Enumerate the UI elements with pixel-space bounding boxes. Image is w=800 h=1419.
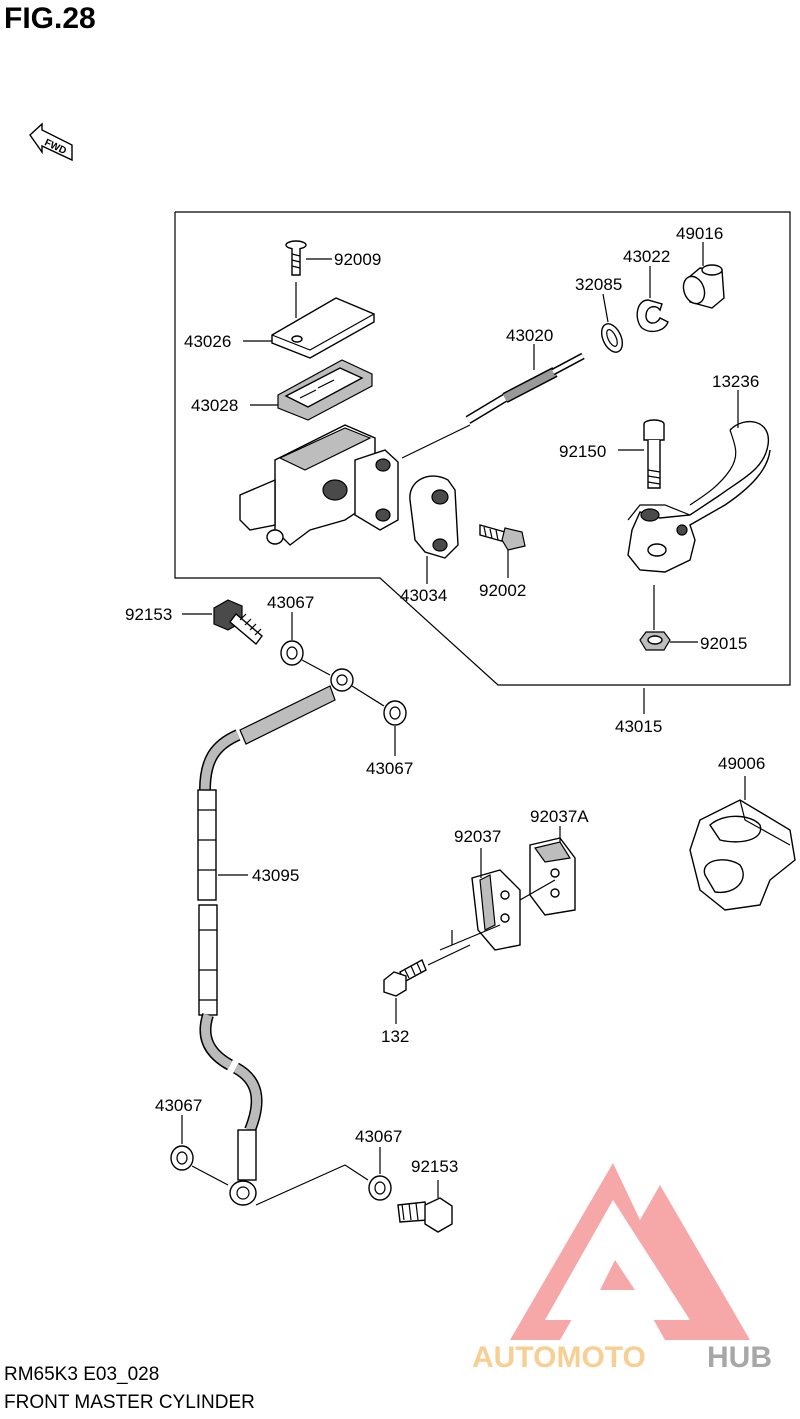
label-43020: 43020 [506,326,553,345]
label-43015: 43015 [615,717,662,736]
label-92153-bottom: 92153 [411,1157,458,1176]
label-49006: 49006 [718,754,765,773]
forward-arrow-icon: FWD [29,122,73,162]
label-43026: 43026 [184,332,231,351]
watermark-word-2: HUB [707,1341,772,1374]
bolt-92150 [643,419,665,489]
watermark-word-1: AUTOMOTO [472,1341,646,1374]
label-92002: 92002 [479,581,526,600]
diagram-caption: FRONT MASTER CYLINDER [4,1392,255,1413]
bracket-92037 [471,869,521,951]
watermark-logo: AUTOMOTO HUB [472,1163,772,1374]
label-132: 132 [381,1027,409,1046]
label-49016: 49016 [676,224,723,243]
banjo-bolt-92153-top [213,599,263,646]
model-code: RM65K3 E03_028 [4,1364,160,1385]
washer-43067-d [368,1175,392,1201]
master-cylinder-body [239,424,399,546]
label-43028: 43028 [191,396,238,415]
label-43034: 43034 [400,586,447,605]
label-43067-d: 43067 [355,1127,402,1146]
washer-32085 [600,323,624,353]
label-13236: 13236 [712,372,759,391]
piston-43020 [465,352,585,424]
bolt-132 [383,959,427,997]
reservoir-cap-43026 [271,297,375,359]
figure-title: FIG.28 [4,2,96,35]
assembly-outline [174,211,791,686]
washer-43067-c [170,1145,194,1171]
bolt-92002 [479,524,526,551]
clamp-43034 [409,475,459,559]
cover-49006 [689,799,796,911]
label-32085: 32085 [575,275,622,294]
label-43095: 43095 [252,866,299,885]
label-43067-b: 43067 [366,759,413,778]
brake-hose-43095 [197,668,354,1206]
label-43022: 43022 [623,247,670,266]
label-43067-c: 43067 [155,1096,202,1115]
screw-92009 [285,240,307,276]
brake-lever-13236 [627,420,771,573]
label-92037A: 92037A [530,807,589,826]
label-92153-top: 92153 [125,605,172,624]
washer-43067-b [383,700,407,726]
washer-43067-a [280,640,304,666]
diaphragm-43028 [277,359,373,421]
circlip-43022 [636,299,669,333]
banjo-bolt-92153-bottom [397,1197,453,1233]
label-92037: 92037 [454,827,501,846]
bracket-92037A [529,837,576,916]
boot-49016 [682,264,725,309]
label-43067-a: 43067 [267,593,314,612]
label-92009: 92009 [334,250,381,269]
label-92150: 92150 [559,442,606,461]
nut-92015 [639,631,671,651]
label-92015: 92015 [700,634,747,653]
